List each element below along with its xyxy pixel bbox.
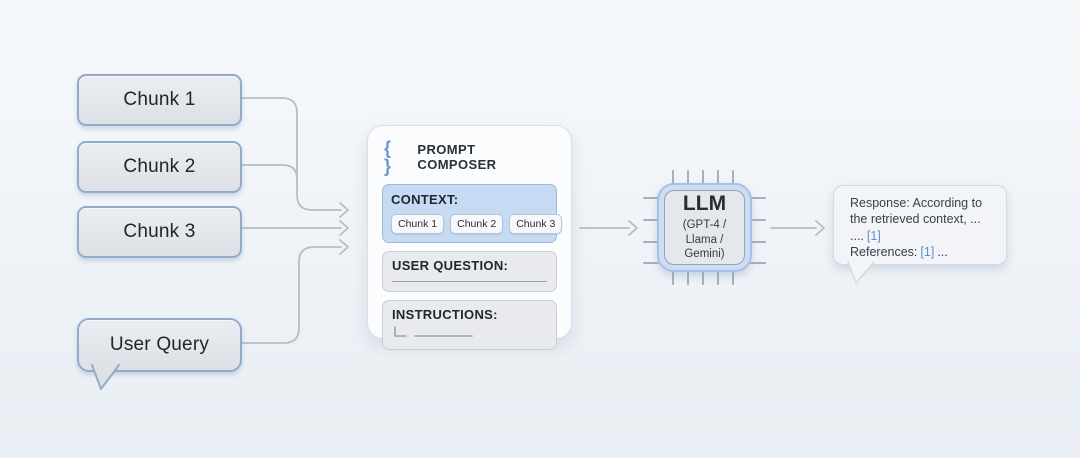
user-query-bubble: User Query — [77, 318, 242, 372]
chunk-2-box: Chunk 2 — [77, 141, 242, 193]
context-label: CONTEXT: — [391, 192, 459, 207]
instructions-section: INSTRUCTIONS: — [382, 300, 557, 350]
llm-subtitle-line-2: Llama / — [685, 233, 724, 246]
citation-badge-1: [1] — [866, 228, 881, 243]
arrow-userquery-to-composer — [239, 246, 342, 344]
prompt-composer-title: PROMPT COMPOSER — [417, 142, 497, 172]
response-line-4: References:[1]... — [850, 244, 998, 260]
context-chip-3: Chunk 3 — [509, 214, 563, 234]
response-line-2: the retrieved context, ... — [850, 212, 981, 227]
user-question-placeholder-line — [392, 281, 547, 282]
llm-subtitle-line-1: (GPT-4 / — [682, 219, 727, 232]
arrowhead-llm — [628, 220, 638, 236]
chunk-3-box: Chunk 3 — [77, 206, 242, 258]
chunk-2-label: Chunk 2 — [123, 156, 196, 177]
chunk-1-label: Chunk 1 — [123, 89, 196, 110]
context-section: CONTEXT: Chunk 1 Chunk 2 Chunk 3 — [382, 184, 563, 243]
curly-braces-icon: { } — [384, 138, 394, 176]
response-line-1: Response: According to — [850, 196, 983, 210]
llm-chip: LLM (GPT-4 / Llama / Gemini) — [657, 183, 752, 272]
response-tail-stroke — [847, 261, 875, 284]
user-question-section: USER QUESTION: — [382, 251, 557, 292]
arrowhead-response — [815, 220, 825, 236]
arrowhead-context-1 — [339, 202, 349, 218]
response-dots: .... — [850, 228, 864, 243]
context-chip-1: Chunk 1 — [391, 214, 445, 234]
context-chip-2: Chunk 2 — [450, 214, 504, 234]
arrow-chunk1-to-composer — [239, 97, 342, 211]
arrowhead-context-3 — [339, 239, 349, 255]
arrow-chunk2-merge — [239, 164, 298, 180]
user-question-label: USER QUESTION: — [392, 258, 509, 273]
prompt-composer-card: { } PROMPT COMPOSER CONTEXT: Chunk 1 Chu… — [367, 125, 572, 350]
chunk-1-box: Chunk 1 — [77, 74, 242, 126]
instructions-label: INSTRUCTIONS: — [392, 307, 498, 322]
citation-badge-2: [1] — [920, 244, 935, 259]
response-bubble: Response: According to the retrieved con… — [833, 185, 1007, 265]
references-label: References: — [850, 244, 918, 259]
llm-title: LLM — [682, 192, 727, 216]
context-chips: Chunk 1 Chunk 2 Chunk 3 — [391, 214, 563, 234]
arrowhead-context-2 — [339, 220, 349, 236]
response-line-3: ....[1] — [850, 228, 998, 244]
user-query-label: User Query — [109, 334, 210, 355]
llm-chip-body: LLM (GPT-4 / Llama / Gemini) — [664, 190, 745, 265]
llm-subtitle-line-3: Gemini) — [684, 248, 725, 261]
prompt-composer-header: { } PROMPT COMPOSER — [368, 126, 571, 184]
chunk-3-label: Chunk 3 — [123, 221, 196, 242]
references-ellipsis: ... — [937, 244, 948, 259]
instructions-placeholder-lines — [394, 326, 473, 337]
